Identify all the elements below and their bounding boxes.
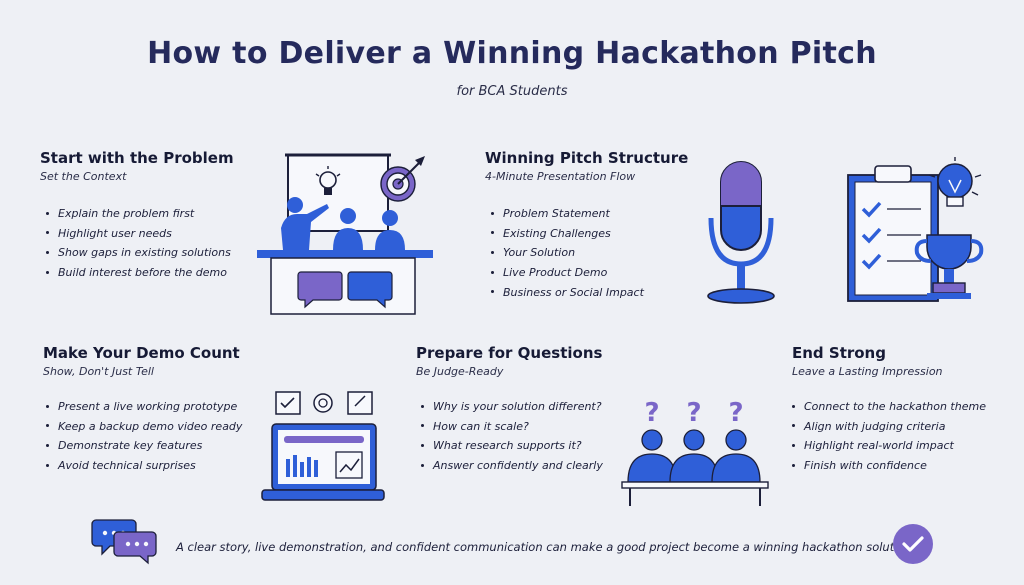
- section-structure: Winning Pitch Structure 4-Minute Present…: [485, 149, 688, 183]
- bullet-list-demo: Present a live working prototype Keep a …: [46, 397, 242, 476]
- list-item: Problem Statement: [491, 204, 644, 224]
- bullet-list-structure: Problem Statement Existing Challenges Yo…: [491, 204, 644, 302]
- list-item: Existing Challenges: [491, 224, 644, 244]
- page-title: How to Deliver a Winning Hackathon Pitch: [147, 36, 877, 71]
- list-item: Why is your solution different?: [421, 397, 603, 417]
- list-item: Explain the problem first: [46, 204, 231, 224]
- bullet-list-end: Connect to the hackathon theme Align wit…: [792, 397, 986, 476]
- list-item: Connect to the hackathon theme: [792, 397, 986, 417]
- list-item: What research supports it?: [421, 436, 603, 456]
- check-circle-icon: [893, 524, 933, 564]
- section-title: Prepare for Questions: [416, 344, 603, 362]
- list-item: Answer confidently and clearly: [421, 456, 603, 476]
- list-item: Present a live working prototype: [46, 397, 242, 417]
- list-item: Demonstrate key features: [46, 436, 242, 456]
- footer-message: A clear story, live demonstration, and c…: [176, 540, 916, 554]
- laptop-dashboard-icon: [261, 391, 385, 501]
- list-item: Business or Social Impact: [491, 283, 644, 303]
- section-questions: Prepare for Questions Be Judge-Ready: [416, 344, 602, 378]
- page-subtitle: for BCA Students: [456, 84, 568, 99]
- section-title: Start with the Problem: [40, 149, 234, 167]
- list-item: Highlight real-world impact: [792, 436, 986, 456]
- list-item: How can it scale?: [421, 417, 603, 437]
- list-item: Align with judging criteria: [792, 417, 986, 437]
- chat-bubbles-icon: [91, 519, 157, 565]
- list-item: Live Product Demo: [491, 263, 644, 283]
- list-item: Finish with confidence: [792, 456, 986, 476]
- microphone-icon: [707, 161, 775, 304]
- svg-text:?: ?: [686, 398, 701, 428]
- svg-text:?: ?: [728, 398, 743, 428]
- svg-text:?: ?: [644, 398, 659, 428]
- bullet-list-problem: Explain the problem first Highlight user…: [46, 204, 231, 283]
- section-end: End Strong Leave a Lasting Impression: [792, 344, 943, 378]
- list-item: Your Solution: [491, 243, 644, 263]
- section-title: Make Your Demo Count: [43, 344, 240, 362]
- section-subtitle: Be Judge-Ready: [416, 365, 504, 378]
- list-item: Avoid technical surprises: [46, 456, 242, 476]
- list-item: Keep a backup demo video ready: [46, 417, 242, 437]
- section-subtitle: Show, Don't Just Tell: [43, 365, 154, 378]
- presentation-classroom-icon: [257, 153, 433, 315]
- bullet-list-questions: Why is your solution different? How can …: [421, 397, 603, 476]
- list-item: Show gaps in existing solutions: [46, 243, 231, 263]
- section-subtitle: Leave a Lasting Impression: [792, 365, 943, 378]
- section-subtitle: 4-Minute Presentation Flow: [485, 170, 636, 183]
- section-subtitle: Set the Context: [40, 170, 127, 183]
- list-item: Highlight user needs: [46, 224, 231, 244]
- section-problem: Start with the Problem Set the Context: [40, 149, 234, 183]
- section-title: End Strong: [792, 344, 886, 362]
- checklist-clipboard-icon: [847, 157, 984, 302]
- section-title: Winning Pitch Structure: [485, 149, 689, 167]
- section-demo: Make Your Demo Count Show, Don't Just Te…: [43, 344, 240, 378]
- list-item: Build interest before the demo: [46, 263, 231, 283]
- judges-questions-icon: ? ? ?: [621, 398, 769, 506]
